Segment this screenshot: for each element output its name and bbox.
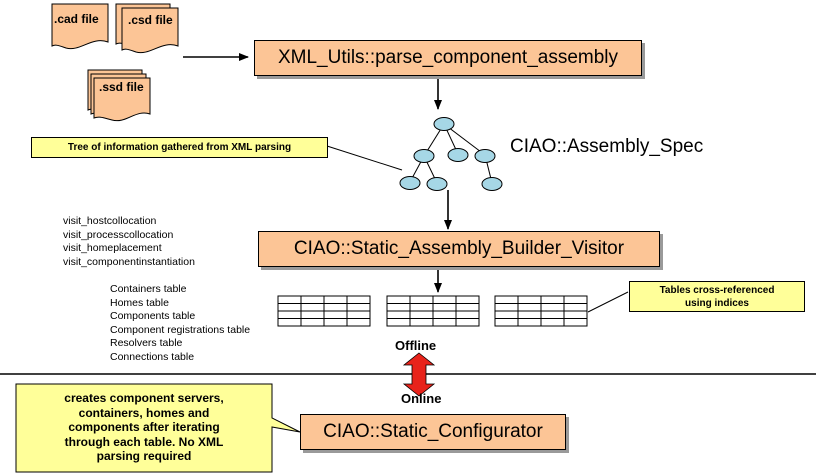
table-name: Components table xyxy=(110,310,196,322)
visit-item: visit_processcollocation xyxy=(63,228,174,241)
tree-node xyxy=(426,177,448,191)
offline-online-arrow xyxy=(402,352,436,397)
tree-node xyxy=(481,177,503,191)
tree-note: Tree of information gathered from XML pa… xyxy=(31,137,328,158)
table-grid xyxy=(386,295,480,327)
static-configurator-box: CIAO::Static_Configurator xyxy=(300,414,566,450)
ssd-file-icon xyxy=(87,69,151,122)
online-label: Online xyxy=(401,391,442,406)
configurator-note-line: through each table. No XML xyxy=(64,434,224,449)
tables-list: Containers table Homes table Components … xyxy=(110,283,250,364)
assembly-spec-label: CIAO::Assembly_Spec xyxy=(510,136,704,157)
visit-list: visit_hostcollocation visit_processcollo… xyxy=(63,215,195,269)
csd-file-label: .csd file xyxy=(128,13,173,27)
cad-file-icon xyxy=(51,3,109,50)
parse-component-assembly-box: XML_Utils::parse_component_assembly xyxy=(254,40,642,76)
tree-node xyxy=(447,148,469,162)
tree-node xyxy=(433,117,455,131)
table-grid xyxy=(494,295,588,327)
table-name: Connections table xyxy=(110,350,195,363)
table-name: Component registrations table xyxy=(110,323,251,336)
table-name: Homes table xyxy=(110,296,169,309)
tree-node xyxy=(413,149,435,163)
table-grids xyxy=(277,295,588,327)
configurator-note-callout xyxy=(15,383,301,473)
ssd-file-label: .ssd file xyxy=(99,80,144,94)
configurator-note: creates component servers, containers, h… xyxy=(16,391,272,464)
tree-node xyxy=(474,149,496,163)
offline-label: Offline xyxy=(395,338,437,353)
assembly-spec-tree xyxy=(399,117,503,191)
tables-note-line: using indices xyxy=(685,298,749,309)
tables-note-line: Tables cross-referenced xyxy=(659,285,775,296)
assembly-builder-visitor-box: CIAO::Static_Assembly_Builder_Visitor xyxy=(258,231,660,267)
table-grid xyxy=(277,295,371,327)
configurator-note-line: creates component servers, xyxy=(64,391,224,405)
table-name: Resolvers table xyxy=(110,337,183,349)
tree-note-pointer xyxy=(326,145,403,171)
configurator-note-line: containers, homes and xyxy=(78,405,210,420)
table-name: Containers table xyxy=(110,283,187,295)
visit-item: visit_componentinstantiation xyxy=(63,255,195,268)
csd-file-icon xyxy=(121,7,179,54)
configurator-note-line: parsing required xyxy=(96,449,192,463)
visit-item: visit_hostcollocation xyxy=(63,215,157,227)
configurator-note-line: components after iterating xyxy=(68,420,220,434)
visit-item: visit_homeplacement xyxy=(63,242,162,254)
tables-note-pointer xyxy=(587,291,629,313)
tree-node xyxy=(399,176,421,190)
cad-file-label: .cad file xyxy=(54,12,99,26)
tables-note: Tables cross-referenced using indices xyxy=(629,281,805,312)
